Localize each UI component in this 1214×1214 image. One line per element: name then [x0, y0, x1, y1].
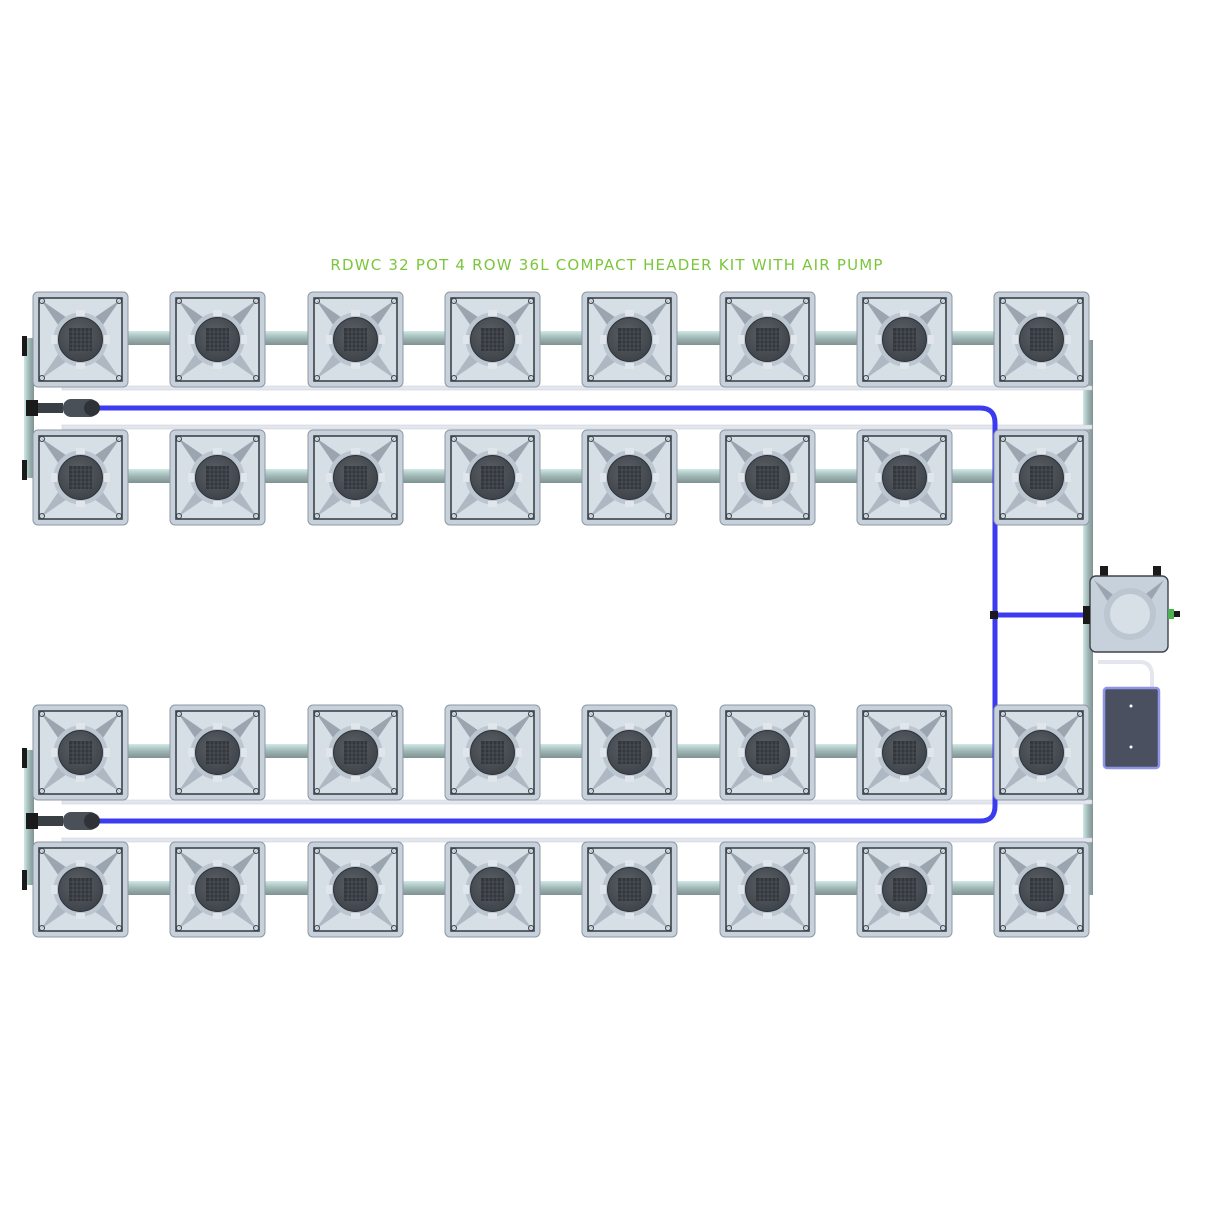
air-line	[95, 405, 1090, 824]
air-pump-icon	[1098, 660, 1161, 770]
valve-icon	[26, 399, 100, 830]
control-bucket-icon	[1083, 566, 1180, 653]
water-pipes	[22, 331, 1093, 895]
diagram-title: RDWC 32 POT 4 ROW 36L COMPACT HEADER KIT…	[330, 256, 884, 274]
air-tubing-thin	[61, 385, 1093, 843]
